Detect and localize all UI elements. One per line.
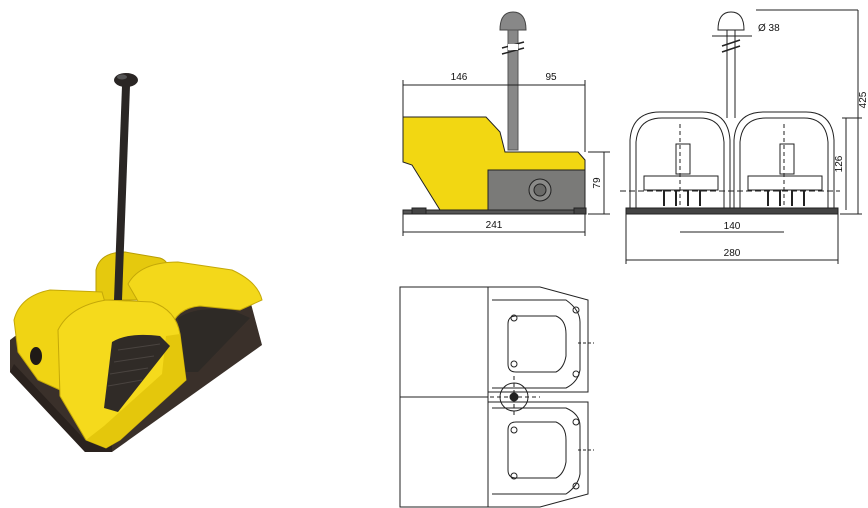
- photo-right-pedal: [178, 309, 250, 372]
- top-lower-pedal-outline: [492, 407, 581, 495]
- front-dim-126: 126: [834, 155, 845, 172]
- top-screw-5: [510, 426, 518, 434]
- front-dim-diameter: Ø 38: [758, 23, 780, 34]
- front-right-plate: [747, 175, 823, 191]
- photo-front-cover-shade: [86, 334, 186, 448]
- top-screw-1: [510, 314, 518, 322]
- front-dim-140: 140: [724, 221, 741, 232]
- side-dim-79: 79: [592, 177, 603, 189]
- front-view-drawing: [620, 9, 862, 264]
- photo-pedal-grip: [107, 343, 161, 387]
- side-dim-146: 146: [451, 72, 468, 83]
- front-dim-280: 280: [724, 248, 741, 259]
- side-view-drawing: [402, 11, 610, 236]
- front-right-springs: [767, 190, 805, 206]
- side-break-gap: [508, 44, 518, 50]
- photo-cable-gland: [30, 347, 42, 365]
- top-upper-pedal: [488, 286, 589, 393]
- top-screw-4: [572, 370, 580, 378]
- top-screw-8: [572, 482, 580, 490]
- top-view-drawing: [399, 286, 594, 508]
- front-dim-425: 425: [858, 91, 868, 108]
- side-lever-rod: [507, 29, 519, 151]
- top-screw-3: [572, 306, 580, 314]
- front-left-plate: [643, 175, 719, 191]
- photo-lever-rod: [114, 86, 130, 300]
- front-right-housing: [733, 111, 835, 210]
- top-screw-2: [510, 360, 518, 368]
- top-upper-pedal-outline: [492, 299, 581, 389]
- photo-knob-highlight: [117, 74, 127, 80]
- top-screw-7: [572, 418, 580, 426]
- top-lower-pedal-inner: [507, 421, 567, 479]
- front-right-pedal: [779, 143, 795, 175]
- product-photo: [10, 73, 263, 452]
- top-screw-6: [510, 472, 518, 480]
- front-left-housing: [629, 111, 731, 210]
- side-foot-right: [573, 207, 587, 215]
- photo-front-pedal: [104, 334, 170, 412]
- top-lower-pedal: [488, 401, 589, 508]
- front-left-housing-inner: [635, 117, 725, 210]
- side-lever-knob: [499, 11, 527, 31]
- front-left-pedal: [675, 143, 691, 175]
- front-base-plate: [625, 207, 839, 215]
- side-gland-inner: [533, 183, 547, 197]
- top-upper-pedal-inner: [507, 315, 567, 373]
- side-base-plate: [402, 209, 586, 215]
- front-break-mark: [721, 39, 741, 53]
- side-foot-left: [411, 207, 427, 215]
- front-right-housing-inner: [739, 117, 829, 210]
- side-dim-241: 241: [486, 220, 503, 231]
- photo-lever-knob: [114, 73, 138, 87]
- front-lever-knob: [717, 11, 745, 31]
- front-left-springs: [663, 190, 701, 206]
- side-dim-95: 95: [545, 72, 557, 83]
